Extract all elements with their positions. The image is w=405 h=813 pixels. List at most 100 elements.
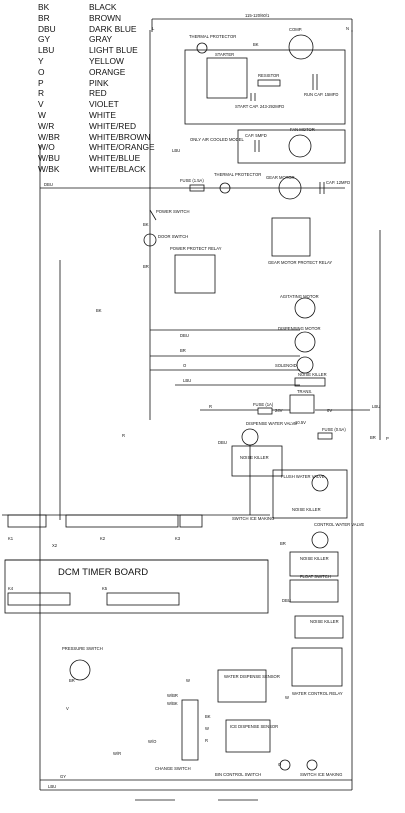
- legend-color-name: PINK: [89, 77, 109, 88]
- wire-label-lbu-fan: LBU: [172, 148, 180, 153]
- k4-connector: [7, 592, 71, 606]
- wire-label-br-pressure: BR: [69, 678, 75, 683]
- legend-row: GY GRAY: [38, 34, 178, 45]
- noise-killer-3-box: [289, 551, 339, 577]
- wire-label-w-relay: W: [285, 695, 289, 700]
- legend-code: R: [38, 88, 45, 99]
- label-pressure-switch: PRESSURE SWITCH: [62, 646, 103, 651]
- legend-color-name: WHITE/BLUE: [89, 153, 141, 164]
- label-solenoid: SOLENOID: [275, 363, 297, 368]
- legend-row: W/O WHITE/ORANGE: [38, 142, 178, 153]
- label-k1: K1: [8, 536, 14, 541]
- legend-code: W/BR: [38, 131, 60, 142]
- legend-code: Y: [38, 55, 44, 66]
- noise-killer-1: [294, 377, 326, 387]
- label-comp: COMP.: [289, 27, 302, 32]
- legend-code: GY: [38, 34, 51, 45]
- legend-color-name: BROWN: [89, 12, 122, 23]
- legend-code: P: [38, 77, 44, 88]
- compressor-circuit-box: [184, 49, 346, 125]
- supply-l-label: L: [152, 26, 155, 31]
- label-noise-killer-4: NOISE KILLER: [310, 619, 339, 624]
- wire-label-o-bottom: O: [278, 762, 282, 767]
- label-starter: STARTER: [215, 52, 234, 57]
- label-k2: K2: [100, 536, 106, 541]
- dcm-timer-board-title: DCM TIMER BOARD: [58, 567, 148, 578]
- label-control-water-valve: CONTROL WATER VALVE: [314, 522, 364, 527]
- legend-color-name: BLACK: [89, 2, 117, 12]
- wire-label-o-motors: O: [183, 363, 187, 368]
- wire-label-r-ice: R: [205, 738, 208, 743]
- label-fan-motor: FAN MOTOR: [290, 127, 315, 132]
- label-10-5v: 10.5V: [295, 420, 306, 425]
- supply-voltage: 115-120/60/1: [245, 13, 270, 18]
- wire-label-r-mid: R: [122, 433, 125, 438]
- water-dispense-sensor: [217, 669, 267, 703]
- float-switch-box: [289, 579, 339, 603]
- legend-code: W/BK: [38, 163, 60, 174]
- label-k3: K3: [175, 536, 181, 541]
- wire-label-v-pressure: V: [66, 706, 69, 711]
- legend-color-name: WHITE/BROWN: [89, 131, 151, 142]
- label-k5: K5: [102, 586, 108, 591]
- resistor: [257, 79, 281, 87]
- label-flush-water-valve: FLUSH WATER VALVE: [281, 474, 325, 479]
- legend-color-name: YELLOW: [89, 55, 124, 66]
- legend-code: W/O: [38, 142, 55, 153]
- label-bin-control-switch: BIN CONTROL SWITCH: [215, 772, 261, 777]
- wire-label-br-relay: BR: [143, 264, 149, 269]
- gear-thermal-protector: [219, 182, 231, 194]
- label-0v: 0V: [327, 408, 332, 413]
- wire-label-bk-top: BK: [253, 42, 259, 47]
- fuse-0-5a: [317, 432, 333, 440]
- noise-killer-2-box: [231, 445, 283, 477]
- label-switch-ice-making: SWITCH ICE MAKING: [232, 516, 274, 521]
- wire-label-bk-mid: BK: [96, 308, 102, 313]
- water-control-relay: [291, 647, 343, 687]
- fuse-1a: [257, 407, 273, 415]
- wire-label-dbu-float: DBU: [282, 598, 291, 603]
- fuse-1-5a: [189, 184, 205, 192]
- legend-code: W/BU: [38, 153, 60, 164]
- label-cap-gear: CAP. 12MFD: [326, 180, 350, 185]
- thermal-protector-top: [196, 42, 208, 54]
- label-float-switch: FLOAT SWITCH: [300, 574, 331, 579]
- gear-motor-protect-relay: [271, 217, 311, 257]
- wire-label-dbu-gear: DBU: [44, 182, 53, 187]
- flush-water-valve: [311, 474, 329, 492]
- label-power-switch: POWER SWITCH: [156, 209, 190, 214]
- label-water-control-relay: WATER CONTROL RELAY: [292, 691, 343, 696]
- wire-label-dbu-motors: DBU: [180, 333, 189, 338]
- wire-label-bk-door: BK: [143, 222, 149, 227]
- wire-label-br-control: BR: [280, 541, 286, 546]
- dispense-water-valve: [241, 428, 259, 446]
- label-24v: 24V: [275, 408, 283, 413]
- wire-label-wbk: W/BK: [167, 701, 178, 706]
- legend-color-name: GRAY: [89, 34, 113, 45]
- transformer: [289, 394, 315, 414]
- label-start-cap: START CAP. 243-292MFD: [235, 104, 284, 109]
- wire-label-br-motors: BR: [180, 348, 186, 353]
- switch-ice-making-bottom: [306, 759, 318, 771]
- legend-color-name: WHITE/ORANGE: [89, 142, 155, 153]
- wire-label-bk-sensor: BK: [205, 714, 211, 719]
- wire-label-lbu-right: LBU: [372, 404, 380, 409]
- power-protect-relay: [174, 254, 216, 294]
- label-cap-fan: CAP. 5MFD: [245, 133, 267, 138]
- wire-label-gy-bottom: GY: [60, 774, 66, 779]
- label-fuse-1a: FUSE (1A): [253, 402, 274, 407]
- label-door-switch: DOOR SWITCH: [158, 234, 188, 239]
- label-switch-ice-making-bottom: SWITCH ICE MAKING: [300, 772, 342, 777]
- legend-code: LBU: [38, 45, 55, 56]
- legend-row: W/BR WHITE/BROWN: [38, 132, 178, 143]
- label-resistor: RESISTOR: [258, 73, 279, 78]
- wire-label-w-sensor: W: [186, 678, 190, 683]
- wire-label-lbu-bottom: LBU: [48, 784, 56, 789]
